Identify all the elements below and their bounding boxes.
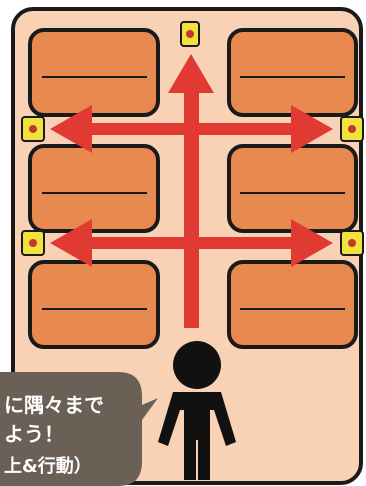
speech-bubble: に隅々まで よう！ 上&行動） xyxy=(0,372,158,486)
desk-right-middle xyxy=(227,144,358,233)
person-silhouette-icon xyxy=(158,341,236,480)
exit-sign-icon xyxy=(21,116,45,142)
desk-right-bottom xyxy=(227,260,358,349)
exit-sign-icon xyxy=(340,230,364,256)
arrow-left-upper-head xyxy=(50,105,92,153)
arrow-up-head xyxy=(168,54,214,93)
speech-bubble-line-3: 上&行動） xyxy=(4,455,92,477)
arrows xyxy=(50,54,333,328)
exit-sign-icon xyxy=(21,230,45,256)
arrow-up-shaft xyxy=(184,90,199,328)
speech-bubble-line-1: に隅々まで xyxy=(4,393,104,417)
desk-left-middle xyxy=(28,144,160,233)
desk-right-top xyxy=(227,28,358,117)
speech-bubble-line-2: よう！ xyxy=(4,422,64,446)
desk-left-top xyxy=(28,28,160,117)
exit-sign-icon xyxy=(180,21,200,47)
arrow-left-lower-head xyxy=(50,219,92,267)
exit-sign-icon xyxy=(340,116,364,142)
arrow-right-lower-head xyxy=(291,219,333,267)
arrow-horizontal-lower-shaft xyxy=(86,237,298,249)
arrow-horizontal-upper-shaft xyxy=(86,123,298,135)
arrow-right-upper-head xyxy=(291,105,333,153)
desk-left-bottom xyxy=(28,260,160,349)
